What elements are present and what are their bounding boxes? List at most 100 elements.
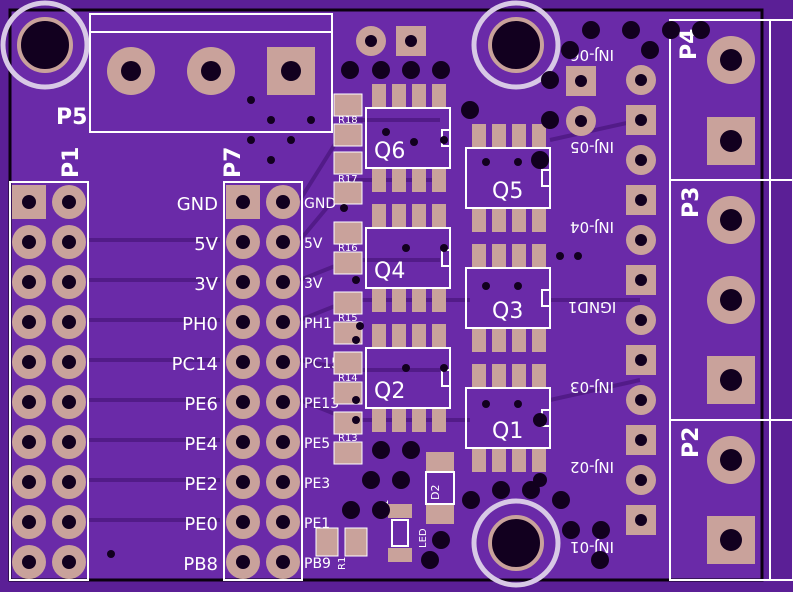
- transistor-pin: [512, 328, 526, 352]
- p7-drill: [276, 275, 290, 289]
- pin-label-left: GND: [177, 194, 218, 215]
- pin-label-right: PC15: [304, 356, 340, 372]
- injector-labels: INJ-06INJ-05INJ-04IGND1INJ-03INJ-02INJ-0…: [568, 46, 616, 556]
- pin-label-right: PE13: [304, 396, 339, 412]
- p1-drill: [62, 355, 76, 369]
- small-via: [402, 364, 410, 372]
- resistor-pads: [315, 93, 368, 557]
- p1-drill: [62, 475, 76, 489]
- p3-label: P3: [679, 187, 704, 218]
- via: [462, 491, 480, 509]
- injector-drill: [635, 274, 647, 286]
- pin-label-left: PH0: [182, 314, 218, 335]
- via: [421, 551, 439, 569]
- p7-header: [223, 181, 303, 581]
- pin-label-left: 3V: [194, 274, 218, 295]
- r16-label: R16: [338, 243, 358, 254]
- transistor-pin: [412, 324, 426, 348]
- transistor-pin: [472, 244, 486, 268]
- d2-label: D2: [429, 485, 442, 500]
- transistor-pin: [512, 208, 526, 232]
- transistor-label: Q3: [492, 299, 523, 324]
- p7-drill: [276, 435, 290, 449]
- p7-drill: [236, 435, 250, 449]
- transistor-pin: [512, 124, 526, 148]
- vias: [107, 21, 710, 569]
- small-via: [267, 156, 275, 164]
- pin-label-right: GND: [304, 196, 336, 212]
- r14-label: R14: [338, 373, 358, 384]
- pin-label-left: PC14: [172, 354, 218, 375]
- p7-drill: [236, 355, 250, 369]
- injector-drill: [635, 394, 647, 406]
- via: [622, 21, 640, 39]
- p7-drill: [236, 475, 250, 489]
- injector-drill: [635, 114, 647, 126]
- transistor-pin: [432, 84, 446, 108]
- p7-drill: [236, 395, 250, 409]
- via: [372, 441, 390, 459]
- via: [592, 521, 610, 539]
- small-drill: [575, 115, 587, 127]
- transistor-label: Q6: [374, 139, 405, 164]
- small-via: [247, 136, 255, 144]
- injector-drill: [635, 194, 647, 206]
- p7-drill: [236, 555, 250, 569]
- transistor-pin: [392, 288, 406, 312]
- p1-drill: [22, 395, 36, 409]
- transistor-pin: [472, 448, 486, 472]
- via: [662, 21, 680, 39]
- small-via: [556, 252, 564, 260]
- transistor-label: Q4: [374, 259, 405, 284]
- small-via: [514, 282, 522, 290]
- transistor-pin: [492, 244, 506, 268]
- r13-label: R13: [338, 433, 358, 444]
- transistor-pin: [492, 124, 506, 148]
- injector-drill: [635, 314, 647, 326]
- p7-drill: [276, 315, 290, 329]
- transistor-pin: [432, 288, 446, 312]
- p1-drill: [22, 275, 36, 289]
- transistor-label: Q2: [374, 379, 405, 404]
- via: [533, 473, 547, 487]
- via: [402, 61, 420, 79]
- transistor-pin: [492, 448, 506, 472]
- small-via: [107, 550, 115, 558]
- p1-drill: [22, 555, 36, 569]
- via: [552, 491, 570, 509]
- transistor-pin: [372, 204, 386, 228]
- transistor-pin: [412, 168, 426, 192]
- small-via: [352, 276, 360, 284]
- small-via: [287, 136, 295, 144]
- via: [372, 61, 390, 79]
- p5-terminal-block: [89, 13, 333, 133]
- pin-label-right: PE5: [304, 436, 330, 452]
- small-via: [402, 244, 410, 252]
- transistor-pin: [392, 324, 406, 348]
- injector-drill: [635, 74, 647, 86]
- small-drill: [575, 75, 587, 87]
- transistor-pin: [412, 204, 426, 228]
- transistor-pin: [372, 84, 386, 108]
- p1-drill: [22, 195, 36, 209]
- via: [432, 61, 450, 79]
- p7-drill: [276, 515, 290, 529]
- small-via: [352, 396, 360, 404]
- via: [531, 151, 549, 169]
- injector-drill: [635, 474, 647, 486]
- transistor-pin: [472, 208, 486, 232]
- p1-drill: [62, 235, 76, 249]
- p1-drill: [22, 235, 36, 249]
- small-via: [440, 136, 448, 144]
- transistor-pin: [412, 84, 426, 108]
- small-via: [574, 252, 582, 260]
- p1-drill: [22, 315, 36, 329]
- pin-label-right: 3V: [304, 276, 323, 292]
- injector-drill: [635, 154, 647, 166]
- small-via: [440, 244, 448, 252]
- via: [492, 481, 510, 499]
- injector-drill: [635, 514, 647, 526]
- injector-label: IGND1: [568, 298, 616, 316]
